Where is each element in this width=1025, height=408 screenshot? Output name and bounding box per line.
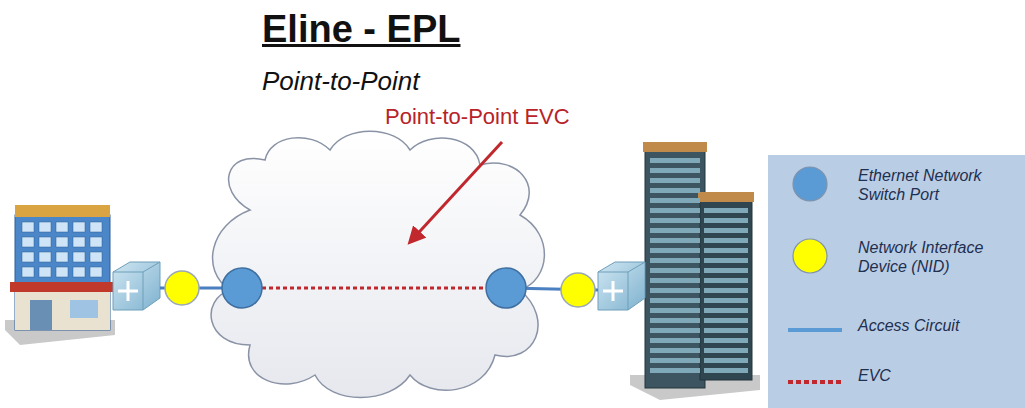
legend-entry: Access Circuit	[776, 312, 1021, 362]
left-switch	[113, 262, 160, 310]
legend-swatch	[776, 162, 856, 212]
legend-text: Access Circuit	[858, 316, 1018, 335]
right-building	[630, 142, 760, 400]
nid-circle	[165, 271, 199, 305]
legend-text: Ethernet Network Switch Port	[858, 166, 1018, 204]
diagram-title: Eline - EPL	[262, 8, 460, 51]
legend-swatch	[776, 312, 856, 362]
legend-entry: Ethernet Network Switch Port	[776, 162, 1021, 212]
legend-dot	[793, 239, 827, 273]
legend-dot	[793, 167, 827, 201]
legend-panel	[768, 155, 1025, 408]
network-cloud	[211, 131, 544, 397]
callout-label: Point-to-Point EVC	[385, 104, 570, 130]
left-building	[5, 205, 115, 345]
callout-arrow	[410, 142, 502, 242]
nid-circle	[561, 273, 595, 307]
legend-swatch	[776, 362, 856, 408]
legend-text: EVC	[858, 366, 1018, 385]
evc-line	[262, 287, 486, 290]
legend-entry: EVC	[776, 362, 1021, 408]
right-switch	[598, 262, 645, 310]
switch-port	[486, 268, 526, 308]
legend-text: Network Interface Device (NID)	[858, 238, 1018, 276]
legend-swatch	[776, 234, 856, 284]
switch-port	[222, 268, 262, 308]
legend-line	[788, 380, 842, 384]
legend-entry: Network Interface Device (NID)	[776, 234, 1021, 284]
subtitle: Point-to-Point	[262, 66, 420, 97]
legend-line	[788, 328, 842, 332]
